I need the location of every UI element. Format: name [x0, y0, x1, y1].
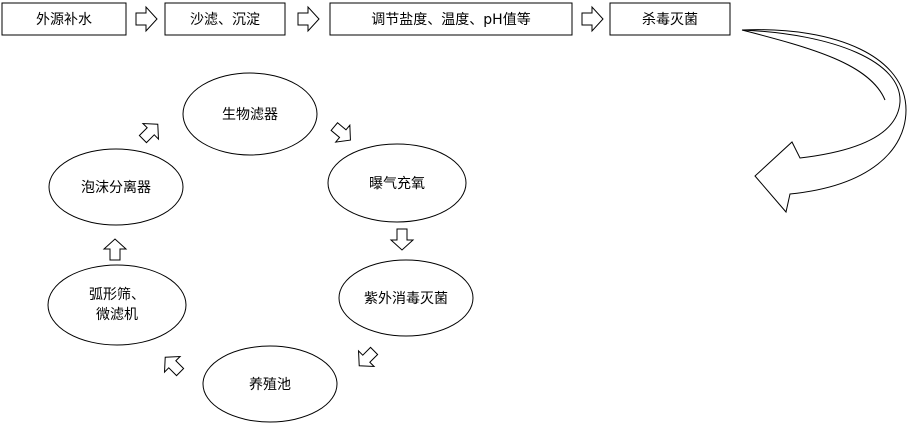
svg-text:泡沫分离器: 泡沫分离器: [81, 179, 151, 196]
svg-text:曝气充氧: 曝气充氧: [369, 176, 425, 192]
svg-text:生物滤器: 生物滤器: [222, 107, 278, 123]
node-uv-disinfection: 紫外消毒灭菌: [338, 259, 474, 337]
node-arc-screen-microfilter: 弧形筛、 微滤机: [47, 264, 187, 346]
arrow-up-right-icon: [138, 122, 160, 144]
svg-text:杀毒灭菌: 杀毒灭菌: [642, 12, 698, 28]
arrow-up-icon: [102, 238, 128, 261]
node-aeration: 曝气充氧: [327, 143, 467, 223]
node-culture-tank: 养殖池: [202, 345, 338, 423]
arrow-down-icon: [389, 228, 415, 251]
arrow-right-icon: [297, 5, 320, 33]
curved-arrow-fold-line: [741, 29, 886, 101]
arrow-right-icon: [581, 5, 604, 33]
arrow-down-right-icon: [330, 122, 351, 143]
arrow-up-left-icon: [163, 355, 185, 377]
svg-text:调节盐度、温度、pH值等: 调节盐度、温度、pH值等: [371, 11, 530, 28]
process-step-adjust: 调节盐度、温度、pH值等: [329, 2, 573, 36]
node-biofilter: 生物滤器: [182, 72, 318, 156]
arrow-down-left-icon: [357, 346, 379, 368]
svg-text:微滤机: 微滤机: [96, 307, 138, 323]
svg-text:沙滤、沉淀: 沙滤、沉淀: [190, 12, 260, 28]
svg-text:紫外消毒灭菌: 紫外消毒灭菌: [364, 291, 448, 307]
process-step-supply: 外源补水: [1, 2, 127, 36]
svg-text:外源补水: 外源补水: [36, 12, 92, 28]
svg-text:弧形筛、: 弧形筛、: [89, 287, 145, 303]
curved-return-arrow-icon: [741, 29, 907, 214]
process-step-sand-filter: 沙滤、沉淀: [164, 2, 286, 36]
svg-text:养殖池: 养殖池: [249, 376, 291, 393]
node-foam-separator: 泡沫分离器: [48, 148, 184, 226]
process-step-disinfect: 杀毒灭菌: [609, 2, 731, 36]
arrow-right-icon: [135, 5, 158, 33]
